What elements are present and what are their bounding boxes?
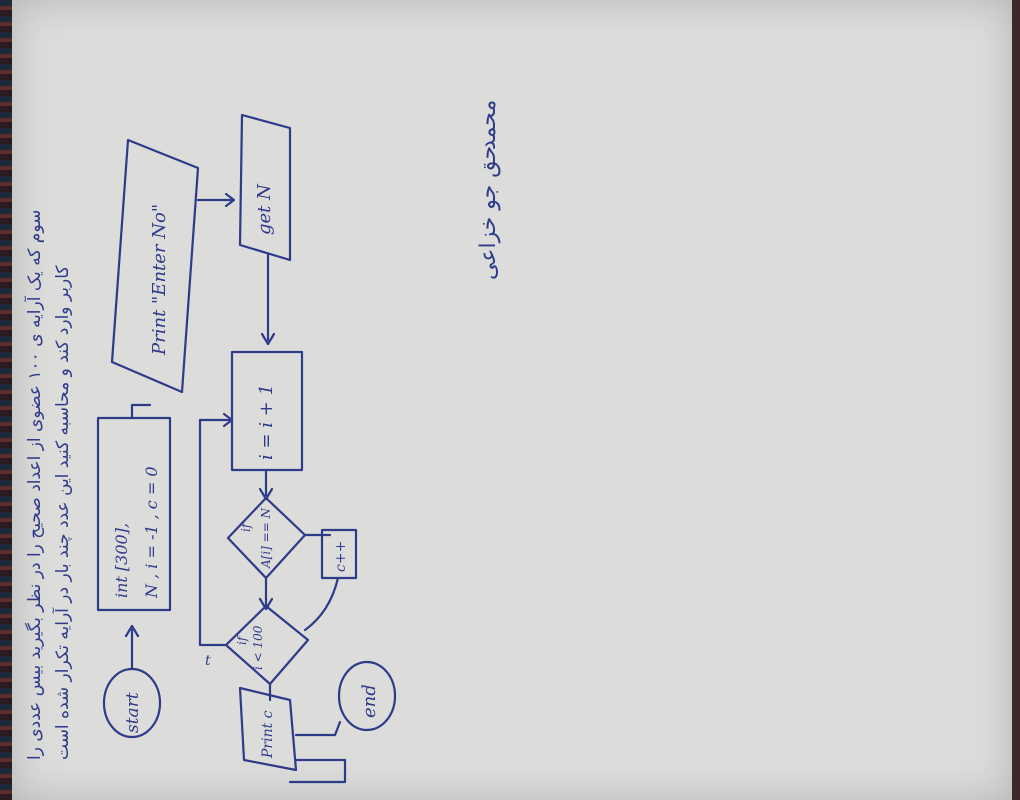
init-line1: int [300], bbox=[112, 523, 131, 598]
header-note-line2: کاربر وارد کند و محاسبه کنید این عدد چند… bbox=[51, 265, 73, 760]
end-terminal bbox=[337, 660, 397, 732]
increment-label: i = i + 1 bbox=[256, 384, 277, 460]
paper-sheet bbox=[12, 0, 1012, 800]
arrow-loop-back bbox=[198, 418, 232, 647]
get-label: get N bbox=[254, 183, 275, 235]
loop-if: if bbox=[235, 634, 249, 645]
arrowhead bbox=[124, 624, 140, 638]
print-label: Print "Enter No" bbox=[149, 204, 170, 356]
arrowhead bbox=[224, 192, 236, 208]
arrowhead bbox=[258, 597, 274, 611]
compare-if: if bbox=[239, 521, 253, 532]
init-process bbox=[96, 416, 172, 612]
header-note-line1: سوم که یک آرایه ی ۱۰۰ عضوی از اعداد صحیح… bbox=[23, 210, 45, 760]
arrowhead bbox=[222, 412, 234, 428]
arrowhead bbox=[260, 332, 276, 346]
table-surface bbox=[0, 0, 12, 800]
get-io bbox=[238, 113, 292, 262]
author-first-name: محمد bbox=[476, 100, 501, 150]
end-label: end bbox=[359, 684, 380, 718]
arrow-counter-loop bbox=[303, 576, 340, 632]
counter-label: c++ bbox=[333, 541, 349, 572]
ink-scribble bbox=[288, 758, 347, 784]
author-last-name: حق جو خزاعی bbox=[476, 146, 501, 280]
init-line2: N , i = -1 , c = 0 bbox=[142, 466, 161, 599]
compare-label: A[i] == N bbox=[259, 507, 273, 569]
loop-label: i < 100 bbox=[251, 625, 265, 670]
output-io bbox=[238, 686, 298, 772]
output-label: Print c bbox=[260, 710, 276, 759]
print-io bbox=[110, 138, 200, 394]
start-label: start bbox=[123, 692, 143, 733]
loop-false-label: t bbox=[205, 653, 211, 669]
arrow-init-print bbox=[130, 403, 152, 420]
arrow-output-end bbox=[294, 720, 342, 737]
